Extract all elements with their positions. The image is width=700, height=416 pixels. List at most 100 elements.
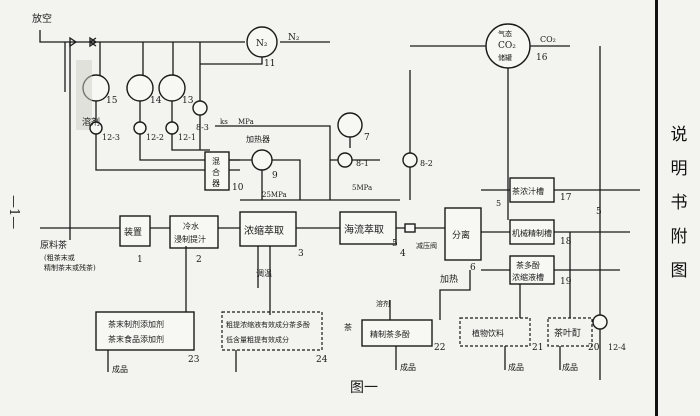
tank-19 bbox=[509, 255, 555, 285]
tank-17-text: 茶浓汁槽 bbox=[512, 186, 544, 196]
label-5-c: 5 bbox=[596, 207, 602, 217]
tank-17 bbox=[509, 177, 555, 203]
extraction-box-4 bbox=[339, 211, 397, 245]
tank-19-text-1: 茶多酚 bbox=[516, 260, 540, 270]
co2-gas-label: CO₂ bbox=[540, 35, 556, 44]
side-title: 说 明 书 附 图 bbox=[668, 118, 690, 288]
label-17: 17 bbox=[560, 193, 572, 203]
crude-extract-box-24 bbox=[221, 311, 323, 351]
mpa-label-3: 5MPa bbox=[352, 184, 372, 192]
reduce-valve-5 bbox=[404, 223, 416, 233]
box3-text: 浓缩萃取 bbox=[244, 224, 284, 237]
raw-tea-note-1: (粗茶末或 bbox=[44, 253, 75, 262]
mixer-char-1: 混 bbox=[212, 157, 220, 166]
label-5-a: 5 bbox=[392, 239, 398, 249]
raw-tea-label: 原料茶 bbox=[40, 239, 67, 251]
plant-beverage-box-21 bbox=[459, 317, 531, 347]
box24-line2: 低含量粗提有效成分 bbox=[226, 335, 289, 344]
label-12-4: 12-4 bbox=[608, 343, 626, 352]
pump-12-2 bbox=[133, 121, 147, 135]
label-24: 24 bbox=[316, 355, 328, 365]
label-23: 23 bbox=[188, 355, 200, 365]
solvent-tanks bbox=[76, 60, 240, 171]
box20-text: 茶叶酊 bbox=[554, 327, 581, 339]
pump-8-1 bbox=[337, 152, 353, 168]
label-11: 11 bbox=[264, 59, 275, 69]
tank-19-text-2: 浓缩液槽 bbox=[512, 272, 544, 282]
steam-label: 加热 bbox=[440, 273, 458, 285]
co2-text-3: 储罐 bbox=[498, 53, 512, 62]
mixer-10 bbox=[204, 151, 230, 191]
label-4: 4 bbox=[400, 249, 406, 259]
label-2: 2 bbox=[196, 255, 202, 265]
title-char-1: 说 bbox=[670, 125, 688, 145]
dotted-hatch bbox=[76, 60, 92, 130]
mixer-char-2: 合 bbox=[212, 167, 220, 177]
label-12-2: 12-2 bbox=[146, 133, 164, 142]
concentration-box-3 bbox=[239, 211, 297, 247]
label-8-2: 8-2 bbox=[420, 159, 433, 168]
figure-caption: 图一 bbox=[350, 380, 378, 396]
solvent2-label: 溶剂 bbox=[376, 299, 390, 308]
title-char-3: 书 bbox=[670, 193, 688, 213]
box23-line1: 茶末制剂添加剂 bbox=[108, 319, 164, 329]
product-label-2: 成品 bbox=[400, 362, 416, 372]
reg-label: 调温 bbox=[256, 269, 272, 278]
n2-return-line bbox=[200, 57, 263, 65]
pump-8-2 bbox=[402, 152, 418, 168]
label-13: 13 bbox=[182, 96, 194, 106]
tank-18-text: 机械精制槽 bbox=[512, 228, 552, 238]
tank-18 bbox=[509, 219, 555, 245]
ks-label: ks bbox=[220, 118, 228, 126]
solvent-label: 溶剂 bbox=[82, 116, 100, 128]
product-label-4: 成品 bbox=[562, 362, 578, 372]
heater-9 bbox=[251, 149, 273, 171]
heater-label: 加热器 bbox=[246, 134, 270, 144]
label-8-3: 8-3 bbox=[196, 123, 209, 132]
title-char-4: 附 bbox=[670, 227, 688, 247]
box2-line1: 冷水 bbox=[183, 221, 199, 231]
box23-line2: 茶末食品添加剂 bbox=[108, 334, 164, 344]
product-label-1: 成品 bbox=[112, 364, 128, 374]
title-char-5: 图 bbox=[670, 261, 688, 281]
n2-gas-label: N₂ bbox=[288, 33, 300, 43]
separator-6 bbox=[444, 207, 482, 261]
box21-text: 植物饮料 bbox=[472, 328, 504, 338]
co2-text-1: 气态 bbox=[498, 29, 512, 38]
label-9: 9 bbox=[272, 171, 278, 181]
label-18: 18 bbox=[560, 237, 572, 247]
vent-label: 放空 bbox=[32, 12, 52, 25]
label-22: 22 bbox=[434, 343, 445, 353]
tea-additive-box-23 bbox=[95, 311, 195, 351]
product-label-3: 成品 bbox=[508, 362, 524, 372]
box2-line2: 浸制提汁 bbox=[174, 234, 206, 244]
cold-extraction-box-2 bbox=[169, 215, 219, 249]
label-6: 6 bbox=[470, 263, 476, 273]
label-10: 10 bbox=[232, 183, 244, 193]
ks-line bbox=[215, 125, 331, 200]
label-12-3: 12-3 bbox=[102, 133, 120, 142]
label-5-b: 5 bbox=[496, 199, 501, 208]
n2-tank-label: N₂ bbox=[256, 39, 268, 49]
pump-8-3 bbox=[192, 100, 208, 116]
title-char-2: 明 bbox=[670, 159, 688, 179]
pump-12-4 bbox=[592, 314, 608, 330]
label-21: 21 bbox=[532, 343, 543, 353]
label-15: 15 bbox=[106, 96, 118, 106]
reduce-label: 减压阀 bbox=[416, 241, 437, 250]
label-16: 16 bbox=[536, 53, 548, 63]
label-19: 19 bbox=[560, 277, 572, 287]
n2-supply-line bbox=[39, 30, 330, 240]
vessel-7 bbox=[337, 112, 363, 138]
margin-rule bbox=[655, 0, 658, 416]
label-3: 3 bbox=[298, 249, 304, 259]
label-8-1: 8-1 bbox=[356, 159, 369, 168]
co2-text-2: CO₂ bbox=[498, 41, 516, 51]
device-text: 装置 bbox=[124, 226, 142, 238]
label-12-1: 12-1 bbox=[178, 133, 196, 142]
device-box-1 bbox=[119, 215, 151, 247]
box24-line1: 粗提浓缩液有效成分茶多酚 bbox=[226, 320, 310, 329]
separator-text: 分离 bbox=[452, 229, 470, 241]
refined-polyphenol-box-22 bbox=[361, 319, 433, 347]
